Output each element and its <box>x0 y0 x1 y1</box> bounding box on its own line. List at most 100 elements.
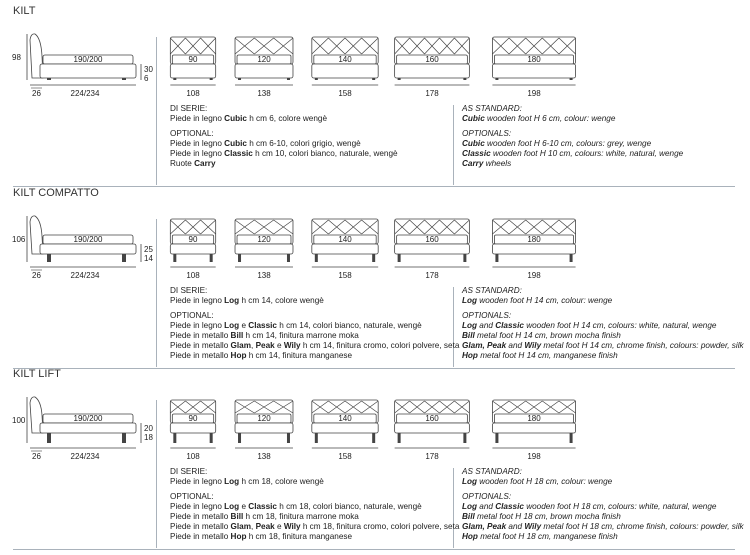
spec-line: Carry wheels <box>462 159 683 169</box>
model-name: Log <box>462 321 478 330</box>
foot-height-dimension: 6 <box>144 74 149 83</box>
overall-width-dimension: 138 <box>257 271 271 280</box>
spec-text: Piede in metallo <box>170 532 231 541</box>
divider <box>453 468 454 548</box>
overall-width-dimension: 198 <box>527 89 541 98</box>
front-view-drawing <box>394 399 470 449</box>
model-name: Cubic <box>462 114 485 123</box>
model-name: Log <box>462 477 478 486</box>
spec-text: h cm 18, finitura cromo, colori polvere,… <box>300 522 460 531</box>
model-name: Hop <box>230 532 247 541</box>
divider <box>156 219 157 367</box>
spec-text: and <box>506 341 525 350</box>
front-view-drawing <box>492 399 576 449</box>
model-name: Classic <box>224 149 253 158</box>
spec-text: wooden foot H 18 cm, colours: white, nat… <box>523 502 717 511</box>
spec-line: Piede in legno Log h cm 18, colore wengè <box>170 477 459 487</box>
spec-text: AS STANDARD: <box>462 104 522 113</box>
spec-line: Piede in metallo Hop h cm 14, finitura m… <box>170 351 459 361</box>
overall-width-dimension: 198 <box>527 271 541 280</box>
spec-text: OPTIONALS: <box>462 129 512 138</box>
spec-text: h cm 18, finitura manganese <box>246 532 353 541</box>
spec-text: metal foot H 18 cm, brown mocha finish <box>474 512 621 521</box>
front-view-drawing <box>394 36 470 86</box>
spec-text: metal foot H 14 cm, manganese finish <box>477 351 618 360</box>
model-name: Bill <box>230 512 244 521</box>
front-view-drawing <box>311 36 379 86</box>
mattress-width-label: 140 <box>338 414 352 423</box>
spec-text: Piede in metallo <box>170 341 231 350</box>
spec-text: Piede in metallo <box>170 522 231 531</box>
overall-width-dimension: 178 <box>425 89 439 98</box>
model-name: Classic <box>495 502 524 511</box>
divider <box>453 287 454 367</box>
model-name: Peak <box>255 341 275 350</box>
spec-line: DI SERIE: <box>170 286 459 296</box>
mattress-width-label: 90 <box>189 55 198 64</box>
spec-text: DI SERIE: <box>170 467 208 476</box>
spec-line: DI SERIE: <box>170 104 398 114</box>
spec-text: wooden foot H 14 cm, colours: white, nat… <box>523 321 717 330</box>
spec-text: wooden foot H 10 cm, colours: white, nat… <box>490 149 684 158</box>
spec-text: Piede in legno <box>170 502 225 511</box>
spec-text: wooden foot H 6-10 cm, colours: grey, we… <box>484 139 652 148</box>
spec-text: Piede in metallo <box>170 512 231 521</box>
front-view-drawing <box>311 399 379 449</box>
model-name: Bill <box>462 512 475 521</box>
height-dimension: 98 <box>12 53 21 62</box>
mattress-width-label: 120 <box>257 235 271 244</box>
spec-text: h cm 14, finitura cromo, colori polvere,… <box>300 341 460 350</box>
spec-text: AS STANDARD: <box>462 286 522 295</box>
overall-width-dimension: 178 <box>425 271 439 280</box>
spec-line: OPTIONALS: <box>462 311 744 321</box>
model-name: Wily <box>524 522 542 531</box>
spec-text: metal foot H 18 cm, chrome finish, colou… <box>541 522 744 531</box>
spec-text: , <box>251 341 256 350</box>
spec-text: DI SERIE: <box>170 104 208 113</box>
spec-text: h cm 10, colori bianco, naturale, wengè <box>252 149 398 158</box>
front-view-drawing <box>234 36 294 86</box>
model-name: Log <box>224 477 240 486</box>
model-name: Bill <box>462 331 475 340</box>
spec-text: Ruote <box>170 159 195 168</box>
mattress-width-label: 140 <box>338 235 352 244</box>
spec-text: h cm 6, colore wengè <box>246 114 328 123</box>
spec-line: Piede in legno Log h cm 14, colore wengè <box>170 296 459 306</box>
spec-line: Log wooden foot H 18 cm, colour: wenge <box>462 477 744 487</box>
spec-text: h cm 14, finitura marrone moka <box>243 331 359 340</box>
spec-line: Cubic wooden foot H 6-10 cm, colours: gr… <box>462 139 683 149</box>
spec-line: DI SERIE: <box>170 467 459 477</box>
overall-width-dimension: 108 <box>186 452 200 461</box>
spec-text: Piede in metallo <box>170 351 231 360</box>
spec-text: metal foot H 14 cm, brown mocha finish <box>474 331 621 340</box>
side-view-drawing <box>26 215 142 271</box>
front-view-drawing <box>169 218 217 268</box>
model-name: Classic <box>248 321 277 330</box>
spec-text: OPTIONAL: <box>170 129 214 138</box>
model-name: Classic <box>462 149 491 158</box>
mattress-width-label: 90 <box>189 414 198 423</box>
section-divider <box>13 186 735 187</box>
spec-text: and <box>477 321 496 330</box>
product-title: KILT LIFT <box>13 368 61 380</box>
spec-text: , <box>251 522 256 531</box>
spec-line: Log wooden foot H 14 cm, colour: wenge <box>462 296 744 306</box>
height-dimension: 106 <box>12 235 26 244</box>
base-side <box>39 422 137 434</box>
model-name: Wily <box>283 522 301 531</box>
overall-width-dimension: 178 <box>425 452 439 461</box>
spec-line: Piede in legno Cubic h cm 6, colore weng… <box>170 114 398 124</box>
spec-line: Piede in legno Cubic h cm 6-10, colori g… <box>170 139 398 149</box>
front-view-drawing <box>234 218 294 268</box>
side-view-drawing <box>26 33 142 89</box>
overall-width-dimension: 108 <box>186 89 200 98</box>
spec-text: and <box>506 522 525 531</box>
spec-line: Piede in legno Log e Classic h cm 14, co… <box>170 321 459 331</box>
mattress-width-label: 160 <box>425 235 439 244</box>
model-name: Cubic <box>462 139 485 148</box>
spec-line: Log and Classic wooden foot H 14 cm, col… <box>462 321 744 331</box>
spec-line: Ruote Carry <box>170 159 398 169</box>
spec-text: wooden foot H 18 cm, colour: wenge <box>477 477 613 486</box>
